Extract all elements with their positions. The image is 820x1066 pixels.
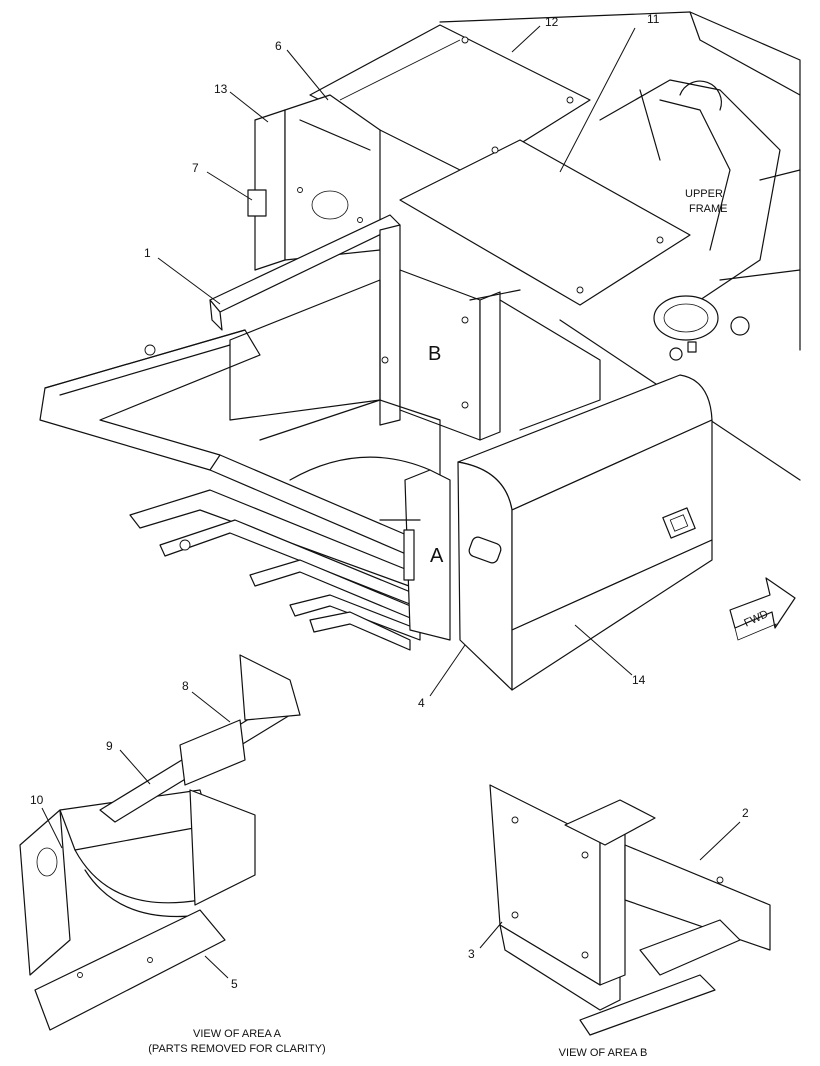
callout-14: 14 <box>632 673 646 687</box>
callout-5: 5 <box>231 977 238 991</box>
leader-11 <box>559 27 636 173</box>
callout-1: 1 <box>144 246 151 260</box>
callout-numbers: 1 2 3 4 5 6 7 8 9 10 11 12 13 14 <box>30 12 749 991</box>
leader-5 <box>204 955 229 979</box>
callout-4: 4 <box>418 696 425 710</box>
callout-2: 2 <box>742 806 749 820</box>
detail-view-area-b <box>489 784 771 1036</box>
leader-4 <box>429 644 466 697</box>
base-frame <box>39 329 431 651</box>
rear-panel-assembly <box>247 94 381 271</box>
leader-8 <box>191 691 231 723</box>
callout-8: 8 <box>182 679 189 693</box>
callout-13: 13 <box>214 82 228 96</box>
area-a-label: A <box>430 545 444 567</box>
top-cover-plates <box>309 24 691 306</box>
caption-area-a: VIEW OF AREA A <box>193 1028 282 1040</box>
leader-12 <box>511 25 541 53</box>
upper-frame-label-line2: FRAME <box>689 203 728 215</box>
leader-1 <box>157 257 221 305</box>
caption-area-b: VIEW OF AREA B <box>559 1047 648 1059</box>
upper-frame-label-line1: UPPER <box>685 188 723 200</box>
leader-lines <box>41 25 741 979</box>
leader-13 <box>229 91 269 123</box>
leader-10 <box>41 807 63 849</box>
callout-10: 10 <box>30 793 44 807</box>
area-b-structure <box>229 224 601 441</box>
caption-area-a-note: (PARTS REMOVED FOR CLARITY) <box>148 1043 325 1055</box>
captions: VIEW OF AREA A (PARTS REMOVED FOR CLARIT… <box>148 1028 647 1059</box>
forward-direction-arrow: FWD <box>729 577 796 641</box>
filler-cap <box>653 295 750 361</box>
callout-11: 11 <box>647 12 660 26</box>
callout-3: 3 <box>468 947 475 961</box>
callout-12: 12 <box>545 15 559 29</box>
upper-frame-outline <box>439 11 801 481</box>
storage-box <box>457 374 713 691</box>
leader-7 <box>206 171 253 201</box>
leader-14 <box>574 624 633 676</box>
callout-6: 6 <box>275 39 282 53</box>
leader-6 <box>286 49 329 101</box>
area-a-structure <box>259 399 451 641</box>
leader-3 <box>479 921 503 949</box>
main-assembly: FWD B A UPPER FRAME <box>39 11 801 691</box>
callout-7: 7 <box>192 161 199 175</box>
callout-9: 9 <box>106 739 113 753</box>
leader-2 <box>699 821 741 861</box>
area-b-label: B <box>428 343 441 365</box>
detail-view-area-a <box>19 654 301 1031</box>
leader-9 <box>119 749 151 785</box>
